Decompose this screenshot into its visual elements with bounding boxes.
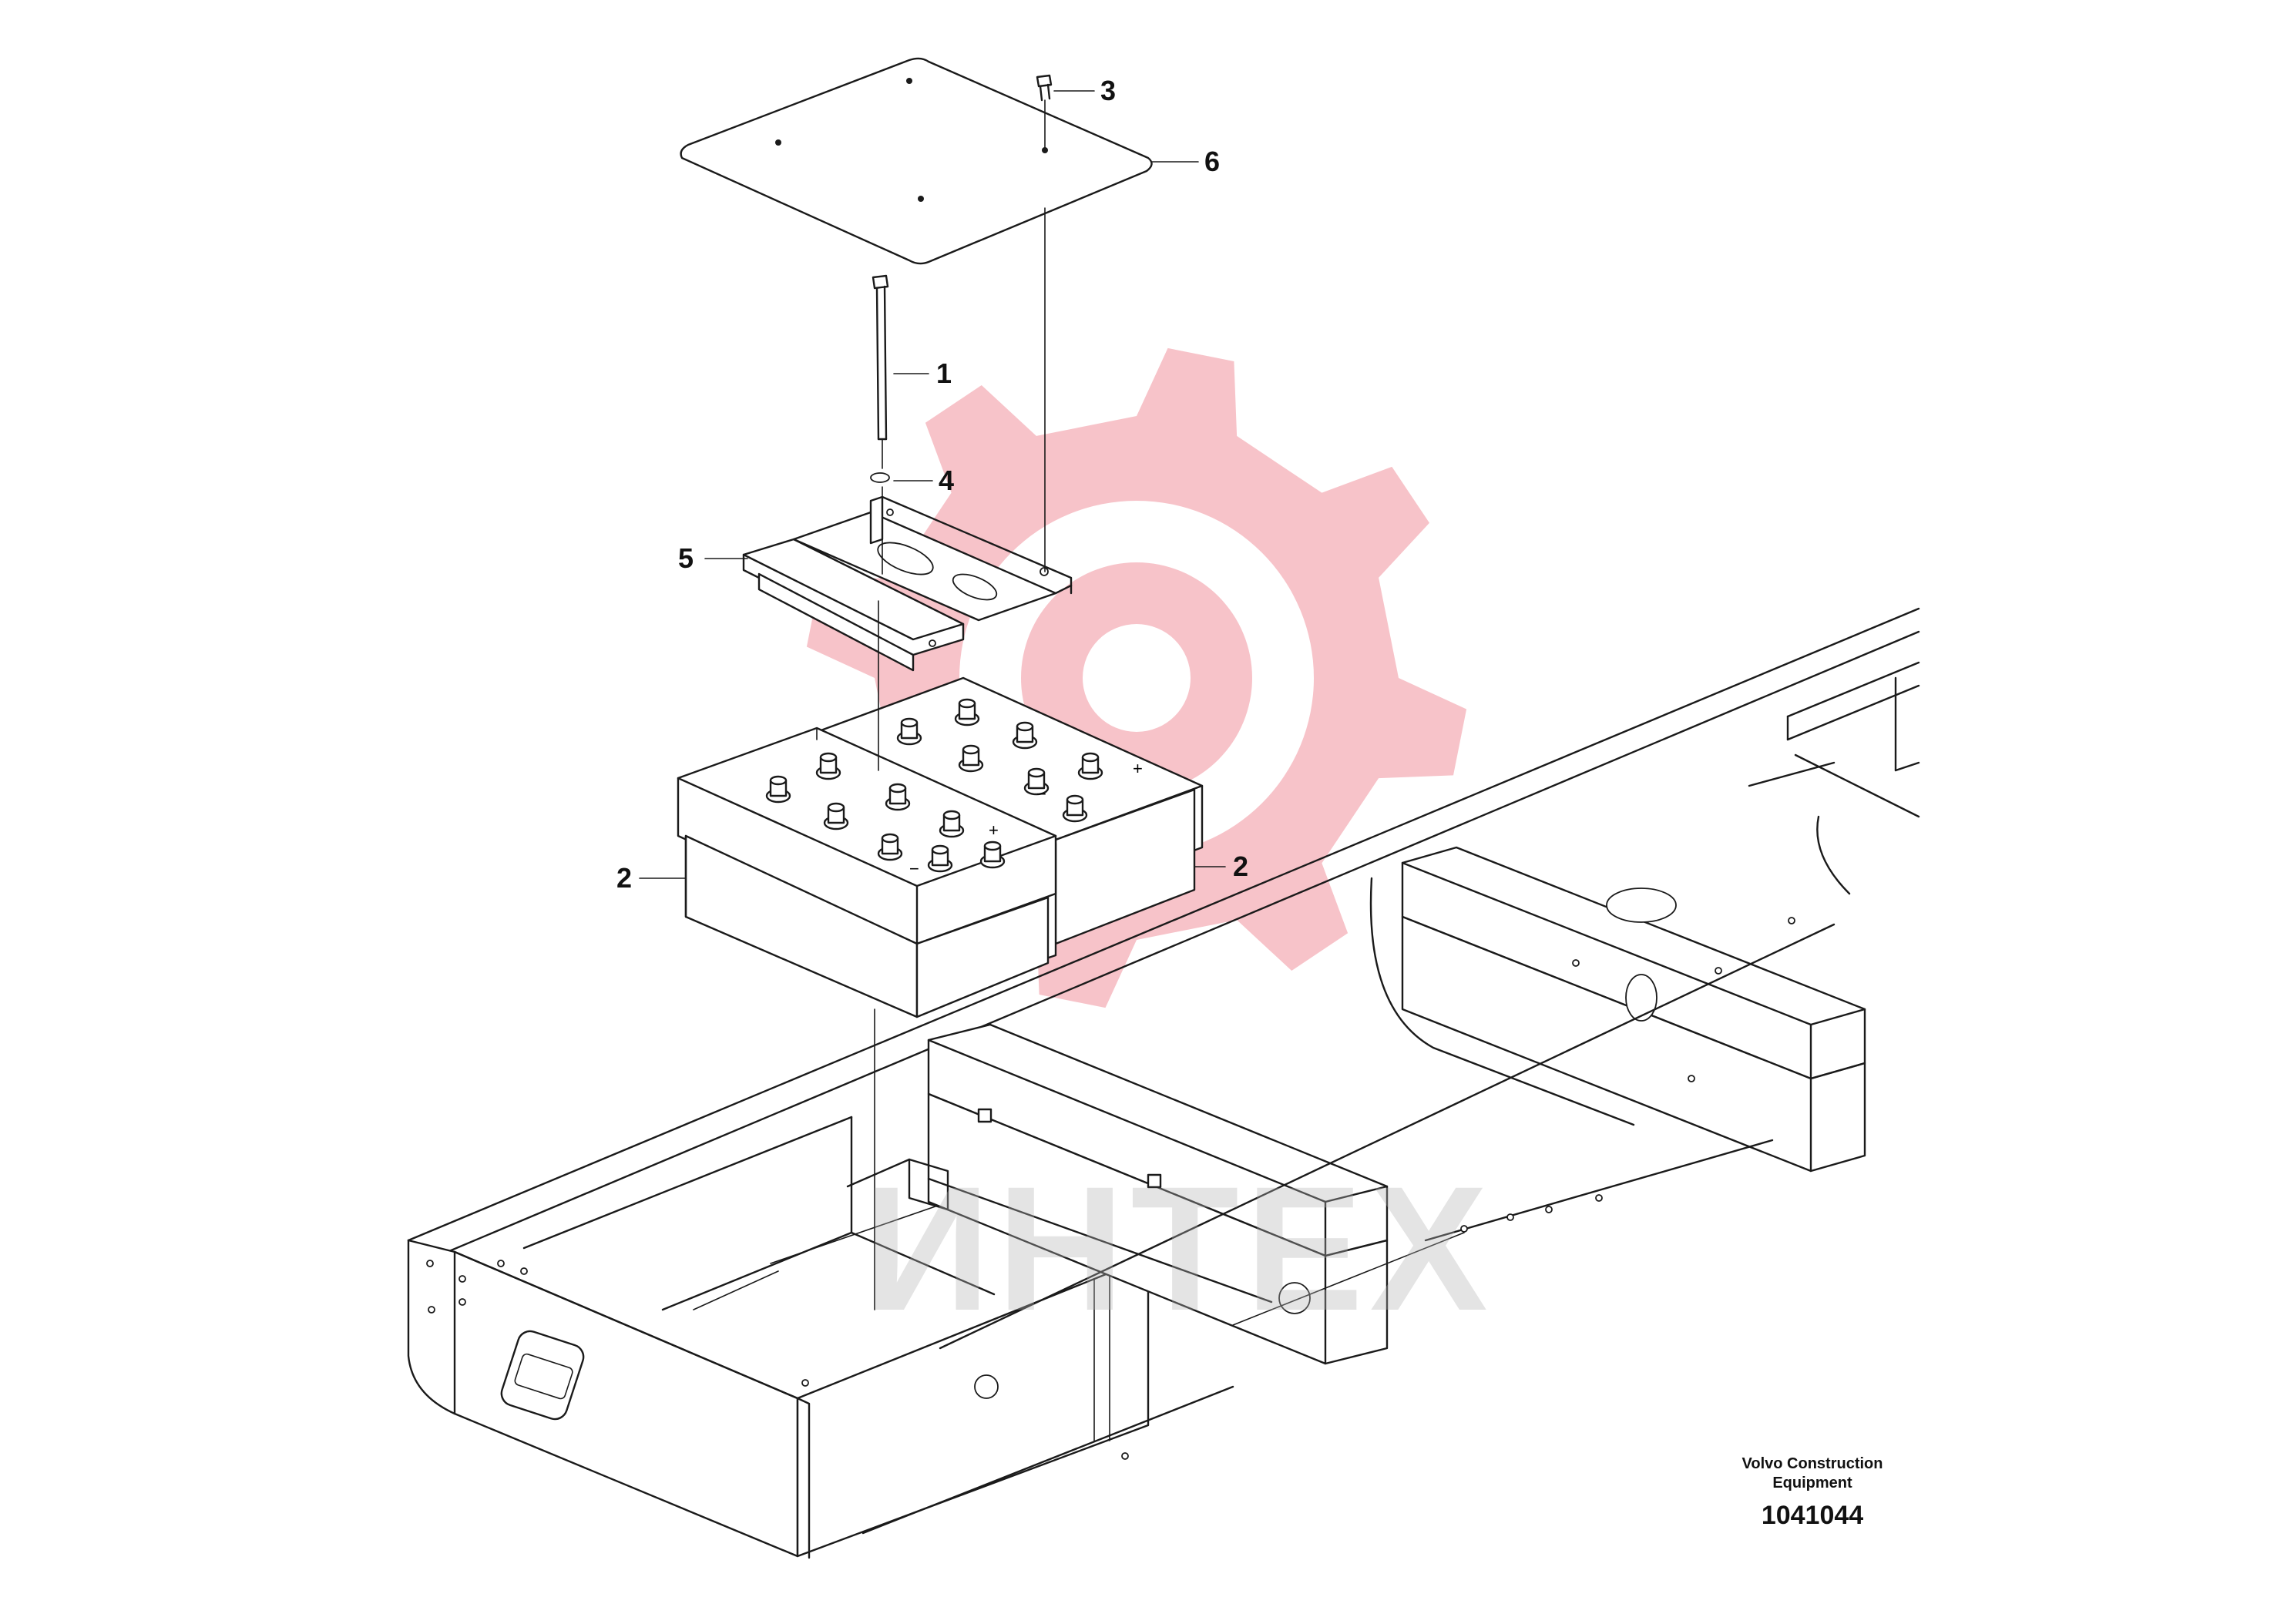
company-name-line1: Volvo Construction [1742,1455,1883,1472]
battery-polarity-labels: + − + − [909,759,1143,878]
plus-terminal-label: + [989,820,999,840]
callout-1-label: 1 [936,357,952,389]
battery-hold-down-bracket [742,495,1073,672]
plus-terminal-label: + [1133,759,1143,778]
drawing-number: 1041044 [1762,1501,1863,1530]
terminal-cap [1027,767,1046,778]
terminal-cap [942,810,961,820]
terminal-cap [1066,794,1084,805]
watermark-text: ИНТЕХ [863,1149,1494,1347]
terminal-cap [931,844,949,855]
callout-2-label: 2 [616,862,632,894]
chassis-frame [407,607,1920,1559]
company-name-line2: Equipment [1772,1475,1852,1491]
terminal-cap [1081,752,1100,763]
terminal-cap [819,752,838,763]
callout-3-label: 3 [1100,75,1116,106]
battery-terminals [765,698,1103,873]
terminal-cap [900,717,919,728]
callout-6-label: 6 [1204,146,1220,177]
long-bolt [872,274,889,441]
terminal-cap [888,783,907,794]
callout-2-label: 2 [1233,851,1248,882]
cover-screw [1036,74,1053,102]
washer [870,472,890,483]
terminal-cap [958,698,976,709]
callout-5-label: 5 [678,542,694,574]
assembly-guide-lines [874,99,1046,1310]
terminal-cap [1016,721,1034,732]
terminal-cap [962,744,980,755]
terminal-cap [983,841,1002,851]
terminal-cap [881,833,899,844]
callout-4-label: 4 [939,465,954,496]
terminal-cap [769,775,788,786]
drawing-footer: Volvo Construction Equipment 1041044 [1742,1455,1883,1530]
callouts: 1 2 2 3 4 5 6 [616,75,1248,894]
cover-plate [680,57,1153,265]
terminal-cap [827,802,845,813]
minus-terminal-label: − [909,859,919,878]
minus-terminal-label: − [1036,784,1046,804]
